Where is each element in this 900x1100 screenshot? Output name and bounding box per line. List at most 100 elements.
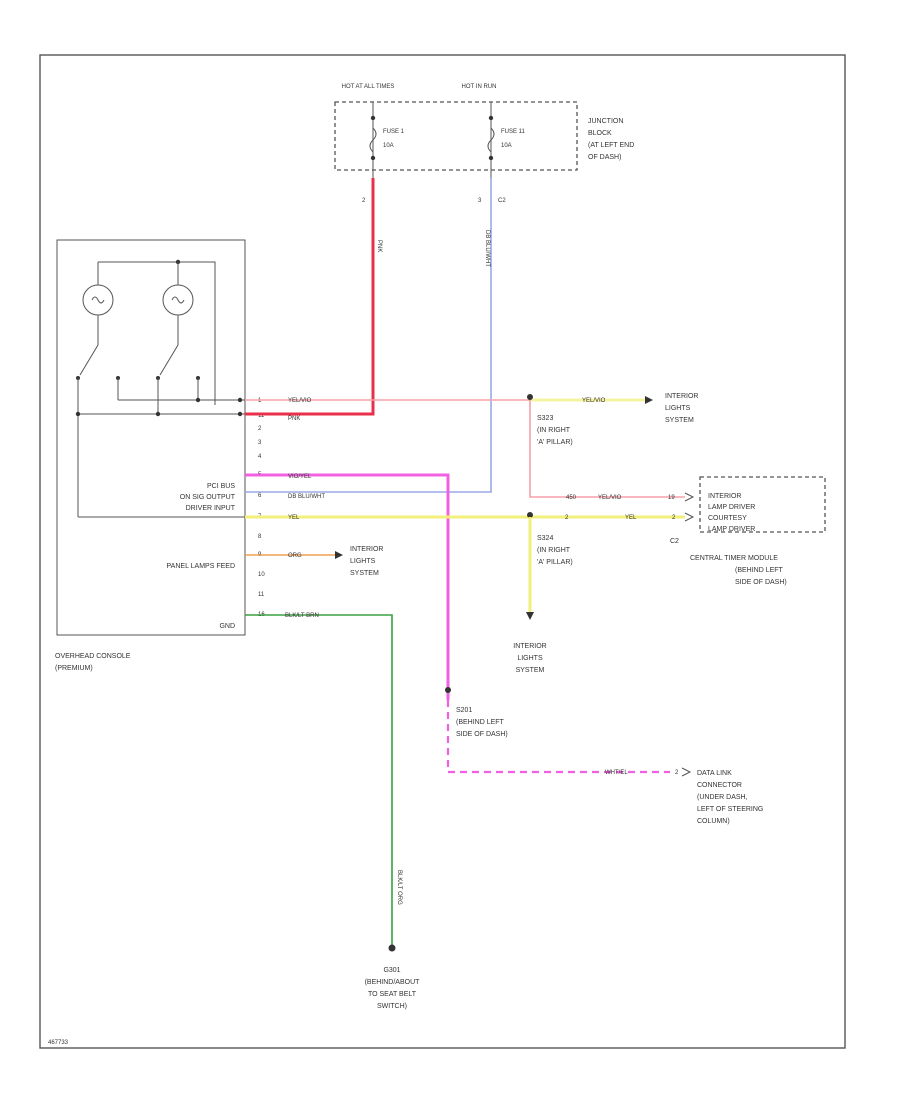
ils-mid-l1: INTERIOR xyxy=(350,546,383,553)
hot-at-all-times-label: HOT AT ALL TIMES xyxy=(342,84,395,90)
fuse11-top-dot xyxy=(488,115,494,121)
lamp-feed-line xyxy=(98,261,216,405)
pci-bus-label: PCI BUS xyxy=(207,483,235,490)
s324-l3: 'A' PILLAR) xyxy=(537,559,573,566)
ground-l1: G301 xyxy=(383,967,400,974)
central-timer-module: 450 2 19 2 INTERIOR LAMP DRIVER COURTESY… xyxy=(565,476,826,586)
wire-vio-yel xyxy=(245,473,450,700)
ground-g301: G301 (BEHIND/ABOUT TO SEAT BELT SWITCH) xyxy=(365,967,421,1010)
junction-name-l3: (AT LEFT END xyxy=(588,142,634,149)
wire-yel-vio-to-ctm xyxy=(529,400,685,498)
ils-top-l2: LIGHTS xyxy=(665,405,691,412)
ctm-connector-bot xyxy=(684,512,695,522)
ground-g301-dot xyxy=(388,944,396,952)
s324-l1: S324 xyxy=(537,535,553,542)
hot-in-run-label: HOT IN RUN xyxy=(462,84,497,90)
console-pin-3: 3 xyxy=(258,440,262,446)
diagram-frame xyxy=(39,54,846,1049)
splice-s324-dot xyxy=(527,512,533,518)
console-pin-8: 8 xyxy=(258,534,262,540)
ils-top-l1: INTERIOR xyxy=(665,393,698,400)
wire-pnk xyxy=(245,178,375,416)
lamp2-switch xyxy=(159,344,179,376)
junction-block: HOT AT ALL TIMES HOT IN RUN FUSE 1 10A F… xyxy=(334,84,634,204)
wire-org-label: ORG xyxy=(288,553,302,559)
fuse1-top-dot xyxy=(370,115,376,121)
fuse11-bottom-dot xyxy=(488,155,494,161)
console-node-a xyxy=(75,411,81,417)
ctm-connector-top xyxy=(684,492,695,502)
dlc-pin: 2 xyxy=(675,770,679,776)
console-pin-11a: 11 xyxy=(258,413,265,419)
ils-top-arrow xyxy=(645,396,653,404)
fuse11-symbol xyxy=(487,127,495,153)
pci-bus-l2: ON SIG OUTPUT xyxy=(180,494,236,501)
ils-mid-arrow xyxy=(335,551,343,559)
s201-l1: S201 xyxy=(456,707,472,714)
ctm-box-l2: LAMP DRIVER xyxy=(708,504,755,511)
ctm-box-l3: COURTESY xyxy=(708,515,747,522)
console-outline xyxy=(56,239,246,636)
s201-l2: (BEHIND LEFT xyxy=(456,719,505,726)
ctm-conn: C2 xyxy=(670,538,679,545)
console-node-c xyxy=(195,397,201,403)
data-link-connector: 2 DATA LINK CONNECTOR (UNDER DASH, LEFT … xyxy=(675,767,763,825)
lamp1-filament xyxy=(91,296,105,304)
wire-vio-yel-label: VIO/YEL xyxy=(288,474,312,480)
ctm-name-l1: CENTRAL TIMER MODULE xyxy=(690,555,778,562)
ctm-name-l2: (BEHIND LEFT xyxy=(735,567,784,574)
s324-l2: (IN RIGHT xyxy=(537,547,571,554)
junction-pin-left: 2 xyxy=(362,198,366,204)
ils-mid-l3: SYSTEM xyxy=(350,570,379,577)
console-pin-4: 4 xyxy=(258,454,262,460)
junction-name-l4: OF DASH) xyxy=(588,154,621,161)
ctm-outline xyxy=(699,476,826,533)
ctm-box-l1: INTERIOR xyxy=(708,493,741,500)
ctm-pin-top: 19 xyxy=(668,495,675,501)
ils-mid-l2: LIGHTS xyxy=(350,558,376,565)
ils-bot-l2: LIGHTS xyxy=(517,655,543,662)
junction-block-outline xyxy=(334,101,578,171)
dlc-l4: LEFT OF STEERING xyxy=(697,806,763,813)
console-pin-6: 6 xyxy=(258,493,262,499)
overhead-console: 1 11 2 3 4 5 6 7 8 9 10 11 16 PCI BUS ON… xyxy=(55,239,265,672)
fuse1-bottom-dot xyxy=(370,155,376,161)
wire-dlc-dashed xyxy=(446,700,670,774)
wire-yel-vio-label-2: YEL/VIO xyxy=(582,398,606,404)
junction-name-l1: JUNCTION xyxy=(588,118,623,125)
ils-bottom-arrow xyxy=(526,612,534,620)
ctm-box-l4: LAMP DRIVER xyxy=(708,526,755,533)
wire-yel-label-2: YEL xyxy=(625,515,637,521)
junction-pin-right: 3 xyxy=(478,198,482,204)
console-node-e xyxy=(237,411,243,417)
ground-l3: TO SEAT BELT xyxy=(368,991,417,998)
ils-bot-l1: INTERIOR xyxy=(513,643,546,650)
wire-wht-del-label: WHT/EL xyxy=(605,770,628,776)
wire-pnk-label-2: PNK xyxy=(288,416,300,422)
lamp1-switch xyxy=(79,344,99,376)
console-node-b xyxy=(155,411,161,417)
dlc-l5: COLUMN) xyxy=(697,818,730,825)
s323-l3: 'A' PILLAR) xyxy=(537,439,573,446)
ground-l4: SWITCH) xyxy=(377,1003,407,1010)
console-name-l2: (PREMIUM) xyxy=(55,665,93,672)
pci-bus-l3: DRIVER INPUT xyxy=(186,505,236,512)
ils-top-l3: SYSTEM xyxy=(665,417,694,424)
splice-s323-dot xyxy=(527,394,533,400)
dlc-l1: DATA LINK xyxy=(697,770,732,777)
console-node-d xyxy=(237,397,243,403)
splice-s201-dot xyxy=(445,687,451,693)
wire-db-blu-wht-label: DB BLU/WHT xyxy=(484,230,490,267)
dlc-l2: CONNECTOR xyxy=(697,782,742,789)
lamp2-filament xyxy=(171,296,185,304)
wire-yel-vio-label: YEL/VIO xyxy=(288,398,312,404)
ctm-name-l3: SIDE OF DASH) xyxy=(735,579,787,586)
junction-name-l2: BLOCK xyxy=(588,130,612,137)
s201-l3: SIDE OF DASH) xyxy=(456,731,508,738)
dlc-l3: (UNDER DASH, xyxy=(697,794,748,801)
wire-db-blu-wht-label-2: DB BLU/WHT xyxy=(288,494,325,500)
ctm-wire-num-2: 2 xyxy=(565,515,569,521)
junction-conn-right: C2 xyxy=(498,198,506,204)
fuse1-label: FUSE 1 xyxy=(383,129,405,135)
